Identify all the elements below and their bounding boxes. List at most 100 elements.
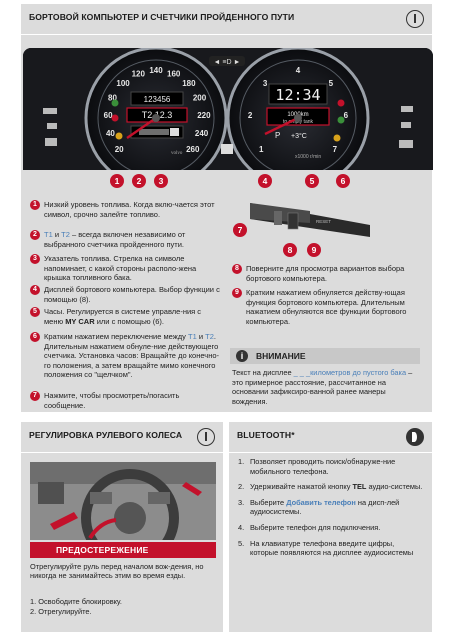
dial-tick-label: 6 [344, 111, 349, 120]
dial-tick-label: 1 [259, 145, 264, 154]
dial-tick-label: 160 [167, 69, 181, 78]
note-header: i ВНИМАНИЕ [230, 348, 420, 364]
item-number: 8 [232, 264, 242, 274]
list-item: 1 Низкий уровень топлива. Когда вклю-чае… [30, 200, 220, 219]
trip-t2-label: T2 [205, 332, 214, 341]
callout-7: 7 [233, 223, 247, 237]
dial-tick-label: 20 [115, 145, 124, 154]
step-text: Позволяет проводить поиск/обнаруже-ние м… [250, 457, 396, 476]
item-text: Дисплей бортового компьютера. Выбор функ… [44, 285, 220, 304]
bluetooth-circle-icon [406, 428, 424, 446]
my-car-label: MY CAR [65, 316, 95, 326]
dial-tick-label: 240 [195, 129, 209, 138]
dial-tick-label: 4 [296, 66, 301, 75]
list-item: 6 Кратким нажатием переключение между T1… [30, 332, 220, 380]
brand-mark: volvo [171, 151, 183, 156]
step-item: 5. На клавиатуре телефона введите цифры,… [238, 539, 424, 558]
dial-tick-label: 100 [116, 79, 130, 88]
item-text: Поверните для просмотра вариантов выбора… [246, 264, 405, 283]
list-item: 4 Дисплей бортового компьютера. Выбор фу… [30, 285, 220, 304]
dial-tick-label: 2 [248, 111, 253, 120]
step-text: на дисп-лей аудиосистемы. [250, 497, 400, 517]
item-number: 7 [30, 391, 40, 401]
step-text: Выберите телефон для подключения. [250, 522, 381, 532]
dashboard-callouts: 1 2 3 4 5 6 [0, 174, 452, 194]
dial-tick-label: 7 [333, 145, 338, 154]
tel-button-label: TEL [352, 482, 367, 492]
section-title: РЕГУЛИРОВКА РУЛЕВОГО КОЛЕСА [29, 430, 183, 440]
svg-text:RESET: RESET [316, 219, 331, 224]
note-text-start: Текст на дисплее [232, 368, 294, 377]
dial-tick-label: 5 [329, 79, 334, 88]
conjunction: и [52, 230, 62, 239]
range-message: _ _ _километров до пустого бака [293, 368, 407, 377]
step-number: 3. [238, 497, 245, 507]
dial-tick-label: 260 [186, 145, 200, 154]
item-text: Низкий уровень топлива. Когда вклю-чаетс… [44, 200, 215, 219]
list-item: 2 T1 и T2 – всегда включен независимо от… [30, 230, 220, 249]
caution-title: ПРЕДОСТЕРЕЖЕНИЕ [56, 545, 149, 555]
callout-8: 8 [283, 243, 297, 257]
dial-tick-label: 120 [132, 69, 146, 78]
dial-tick-label: 180 [182, 79, 196, 88]
step-item: 2. Удерживайте нажатой кнопку TEL аудио-… [238, 482, 424, 492]
item-number: 3 [30, 254, 40, 264]
caution-text: Отрегулируйте руль перед началом вож-ден… [30, 562, 204, 581]
item-number: 5 [30, 307, 40, 317]
header-divider [21, 452, 223, 453]
callout-6: 6 [336, 174, 350, 188]
conjunction: и [196, 332, 206, 341]
gear-readout: P [275, 131, 280, 140]
odometer-readout: 123456 [144, 95, 171, 104]
dial-tick-label: 60 [104, 111, 113, 120]
dial-tick-label: 200 [193, 94, 207, 103]
add-phone-label: Добавить телефон [286, 497, 356, 507]
item-text: Кратким нажатием обнуляется действу-ющая… [246, 288, 407, 326]
step-number: 2. [238, 482, 245, 492]
item-text: Кратким нажатием переключение между [44, 332, 188, 341]
svg-text:◄ ≡D ►: ◄ ≡D ► [214, 59, 241, 66]
range-subtext: to empty tank [283, 119, 314, 125]
trip-t1-label: T1 [44, 230, 53, 239]
list-item: 3 Указатель топлива. Стрелка на символе … [30, 254, 220, 283]
list-item: 5 Часы. Регулируется в системе управле-н… [30, 307, 220, 326]
callout-2: 2 [132, 174, 146, 188]
header-divider [229, 452, 432, 453]
step-number: 4. [238, 522, 245, 532]
step-text: аудио-системы. [366, 482, 423, 492]
item-number: 6 [30, 332, 40, 342]
steering-wheel-image [30, 462, 216, 540]
rpm-label: x1000 r/min [295, 154, 321, 160]
section-title: BLUETOOTH* [237, 430, 295, 440]
callout-3: 3 [154, 174, 168, 188]
item-number: 4 [30, 285, 40, 295]
step-text: Выберите [250, 497, 287, 507]
callout-9: 9 [307, 243, 321, 257]
dial-tick-label: 3 [263, 79, 268, 88]
note-title: ВНИМАНИЕ [256, 351, 306, 361]
step-text: На клавиатуре телефона введите цифры, ко… [250, 538, 414, 558]
bluetooth-steps: 1. Позволяет проводить поиск/обнаруже-ни… [238, 457, 424, 564]
info-circle-icon [197, 428, 215, 446]
item-text: – всегда включен независимо от выбранног… [44, 230, 186, 249]
info-icon: i [236, 350, 248, 362]
bluetooth-panel: BLUETOOTH* [229, 422, 432, 632]
dial-tick-label: 40 [106, 129, 115, 138]
item-text: . Длительным нажатием обнуле-ние действу… [44, 332, 220, 380]
item-number: 1 [30, 200, 40, 210]
dial-tick-label: 140 [149, 66, 163, 75]
info-circle-icon [406, 10, 424, 28]
item-text: Нажмите, чтобы просмотреть/погасить сооб… [44, 391, 180, 410]
step-item: 1. Позволяет проводить поиск/обнаруже-ни… [238, 457, 424, 476]
item-text: Часы. Регулируется в системе управле-ния… [44, 307, 202, 326]
step-item: 2. Отрегулируйте. [30, 606, 92, 616]
list-item: 8 Поверните для просмотра вариантов выбо… [232, 264, 422, 283]
temp-readout: +3°C [291, 132, 307, 140]
item-text: Указатель топлива. Стрелка на символе на… [44, 254, 197, 283]
header-divider [21, 34, 432, 35]
section-title: БОРТОВОЙ КОМПЬЮТЕР И СЧЕТЧИКИ ПРОЙДЕННОГ… [29, 12, 295, 22]
note-text: Текст на дисплее _ _ _километров до пуст… [232, 368, 418, 406]
step-text: Удерживайте нажатой кнопку [250, 482, 353, 492]
